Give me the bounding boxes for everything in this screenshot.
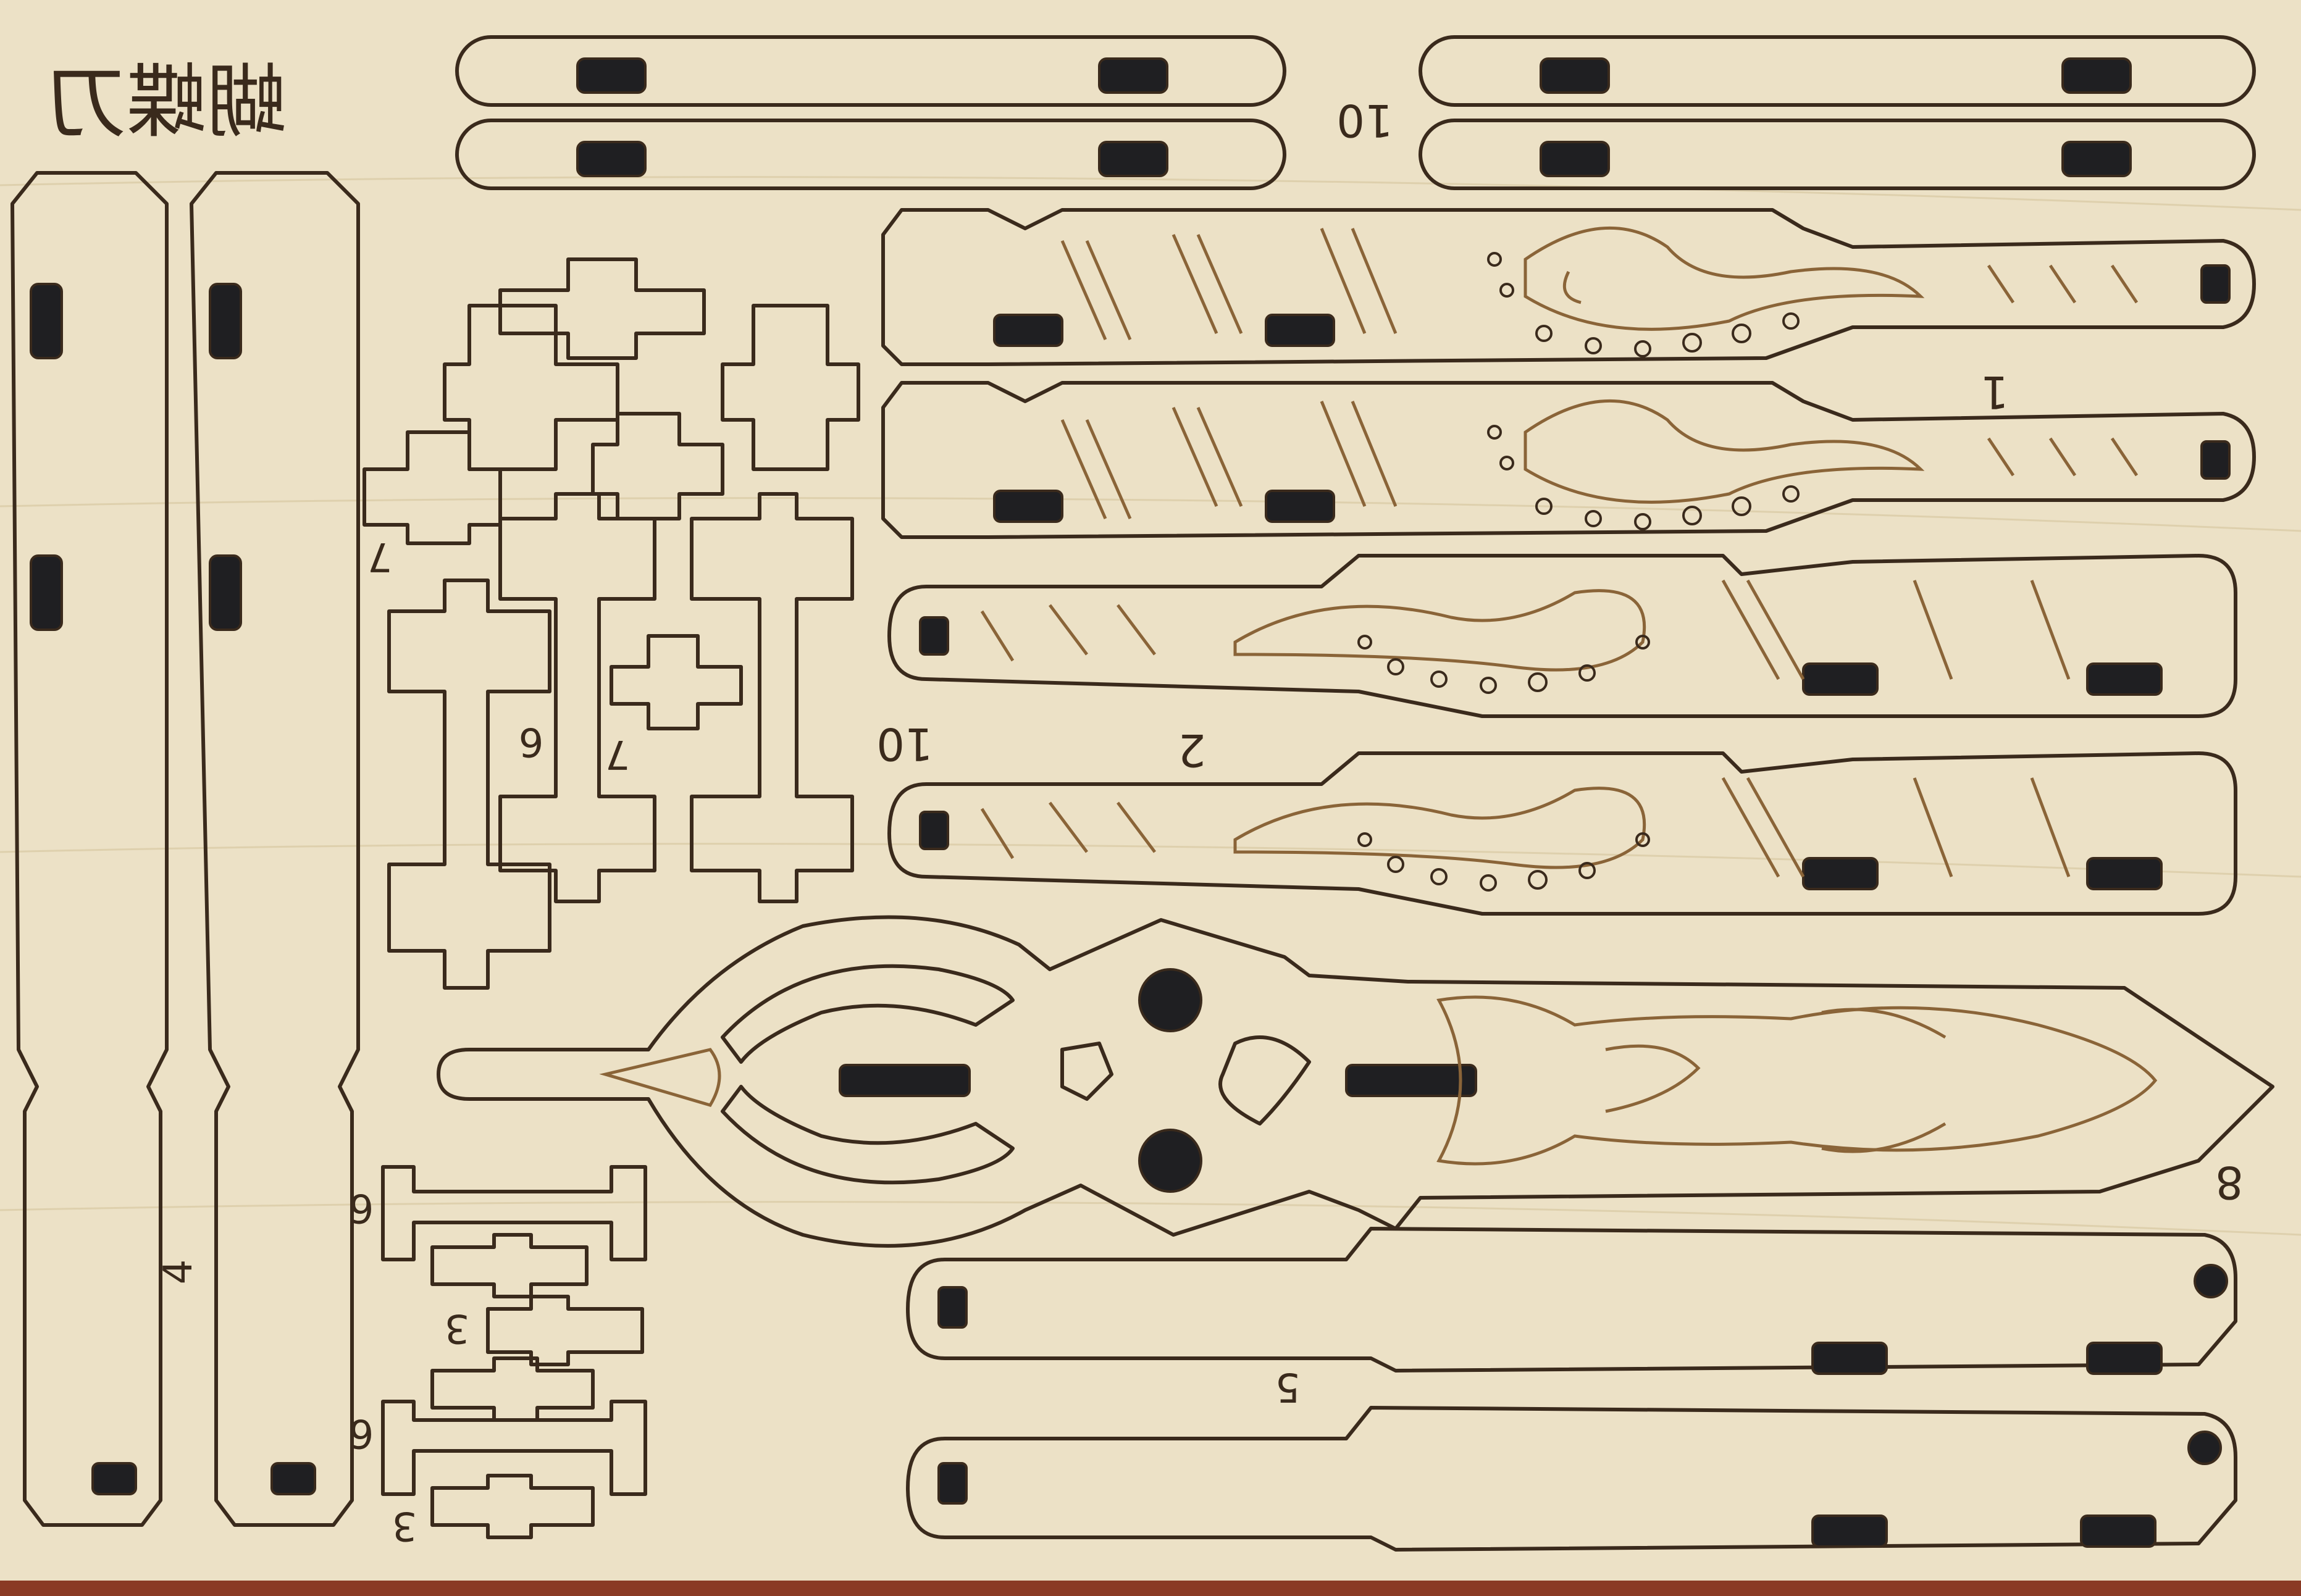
part-label-6-small-b: 6 <box>349 1410 374 1456</box>
part-label-7-left: 7 <box>367 533 393 579</box>
part-2-handles <box>887 554 2237 916</box>
part-label-2: 2 <box>1178 724 1206 776</box>
part-10-strips <box>455 35 2256 190</box>
part-label-3-b: 3 <box>392 1503 417 1548</box>
part-6-3-small <box>381 1165 647 1539</box>
part-label-5: 5 <box>1275 1364 1301 1410</box>
part-4-rails <box>10 171 360 1527</box>
part-label-8: 8 <box>2215 1156 2244 1208</box>
part-8-blade <box>437 915 2274 1248</box>
part-label-10-mid: 10 <box>876 718 933 770</box>
part-label-10-top: 10 <box>1336 94 1393 146</box>
part-6-7-crosses <box>363 257 860 990</box>
part-label-4: 4 <box>156 1260 201 1285</box>
sheet-title: 蝴蝶刀 <box>46 55 287 149</box>
part-label-6-small-a: 6 <box>349 1185 374 1230</box>
part-label-3-a: 3 <box>445 1305 470 1351</box>
part-1-handles <box>881 208 2256 539</box>
part-label-7-mid: 7 <box>605 731 631 777</box>
part-5-handles <box>906 1227 2237 1552</box>
part-label-1: 1 <box>1980 366 2009 418</box>
part-label-6-cross: 6 <box>519 719 544 764</box>
